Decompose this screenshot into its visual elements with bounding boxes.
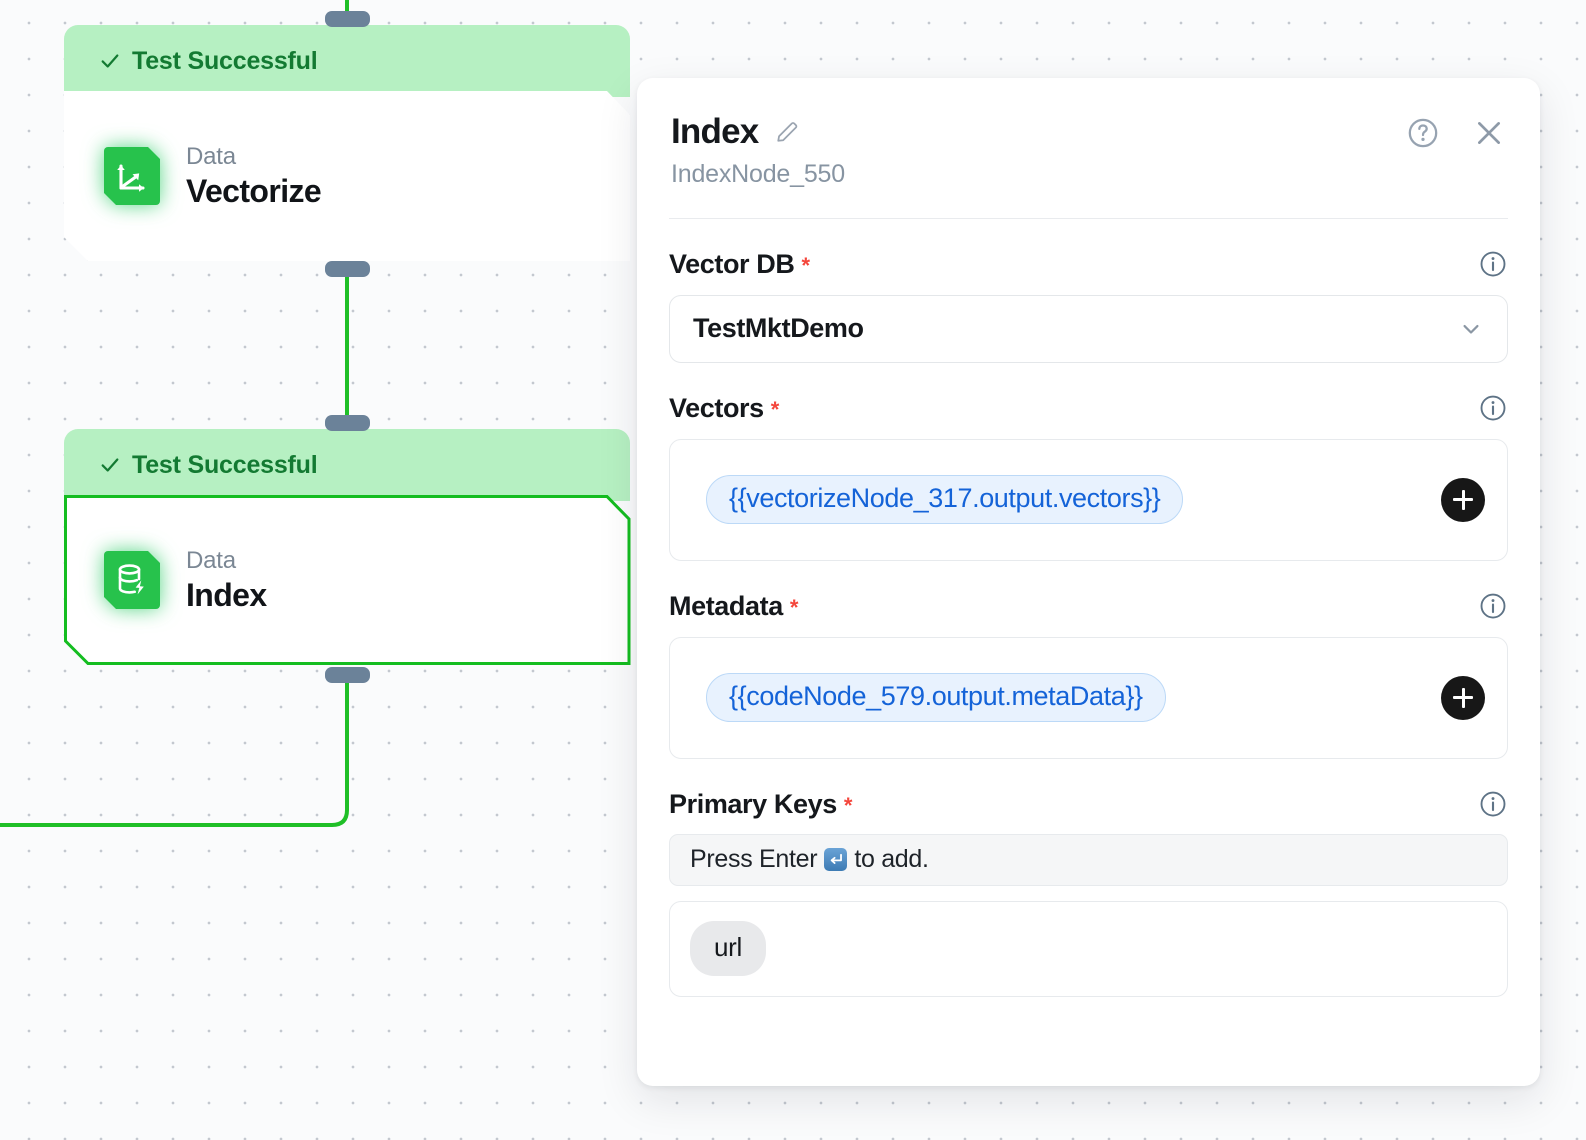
- token-chip[interactable]: {{codeNode_579.output.metaData}}: [706, 673, 1166, 723]
- panel-action-buttons: [1406, 116, 1506, 150]
- chevron-down-icon: [1463, 324, 1479, 334]
- field-label-text: Primary Keys: [669, 788, 837, 819]
- node-title-label: Index: [186, 576, 267, 613]
- plus-icon[interactable]: [1441, 675, 1485, 720]
- required-marker: *: [770, 396, 780, 422]
- panel-subtitle: IndexNode_550: [671, 159, 845, 188]
- enter-key-icon: [824, 848, 848, 872]
- primary-keys-input[interactable]: Press Enter to add.: [669, 833, 1508, 886]
- node-output-handle[interactable]: [325, 667, 370, 683]
- pencil-icon[interactable]: [773, 118, 801, 146]
- primary-keys-chip-list[interactable]: url: [669, 900, 1508, 997]
- field-label-text: Metadata: [669, 590, 783, 621]
- required-marker: *: [789, 594, 799, 620]
- node-status-label: Test Successful: [132, 46, 318, 75]
- node-category-label: Data: [186, 546, 236, 574]
- node-status-banner: Test Successful: [64, 429, 630, 501]
- vector-axes-icon: [104, 147, 160, 205]
- vector-db-value: TestMktDemo: [693, 313, 864, 344]
- primary-keys-placeholder: Press Enter to add.: [690, 845, 929, 874]
- vectors-token-area[interactable]: {{vectorizeNode_317.output.vectors}}: [669, 438, 1508, 561]
- plus-icon[interactable]: [1441, 477, 1485, 522]
- metadata-token-area[interactable]: {{codeNode_579.output.metaData}}: [669, 636, 1508, 759]
- workflow-node-vectorize[interactable]: Test Successful Data: [64, 11, 630, 277]
- check-icon: [101, 458, 119, 472]
- info-icon[interactable]: [1478, 393, 1508, 423]
- node-title-label: Vectorize: [186, 172, 322, 209]
- placeholder-text-before: Press Enter: [690, 845, 818, 874]
- required-marker: *: [801, 252, 810, 278]
- node-category-label: Data: [186, 142, 236, 170]
- field-label-text: Vector DB: [669, 248, 795, 279]
- node-content: Data Index: [64, 495, 630, 665]
- token-chip[interactable]: {{vectorizeNode_317.output.vectors}}: [706, 475, 1184, 525]
- node-output-handle[interactable]: [325, 261, 370, 277]
- check-icon: [101, 54, 119, 68]
- node-input-handle[interactable]: [325, 11, 370, 27]
- database-lightning-icon: [104, 551, 160, 609]
- node-status-label: Test Successful: [132, 450, 318, 479]
- field-vectors: Vectors * {{vectorizeNode_317.output.vec…: [669, 393, 1508, 561]
- placeholder-text-after: to add.: [854, 845, 929, 874]
- field-vector-db: Vector DB * TestMktDemo: [669, 249, 1508, 363]
- node-status-banner: Test Successful: [64, 25, 630, 97]
- panel-fields: Vector DB * TestMktDemo Vector: [637, 249, 1540, 997]
- info-icon[interactable]: [1478, 789, 1508, 819]
- info-icon[interactable]: [1478, 591, 1508, 621]
- node-config-panel: Index IndexNode_550 Vector DB *: [637, 78, 1540, 1086]
- field-primary-keys: Primary Keys * Press Enter: [669, 789, 1508, 997]
- required-marker: *: [843, 792, 853, 818]
- panel-title: Index: [671, 112, 759, 151]
- primary-key-chip[interactable]: url: [690, 921, 766, 977]
- workflow-node-index[interactable]: Test Successful Data: [64, 415, 631, 683]
- edge-index-outgoing: [0, 676, 349, 827]
- vector-db-select[interactable]: TestMktDemo: [669, 294, 1508, 363]
- node-input-handle[interactable]: [325, 415, 370, 431]
- panel-header: Index IndexNode_550: [637, 78, 1540, 189]
- close-icon[interactable]: [1472, 116, 1506, 150]
- field-metadata: Metadata * {{codeNode_579.output.metaDat…: [669, 591, 1508, 759]
- panel-divider: [669, 217, 1508, 219]
- help-icon[interactable]: [1406, 116, 1440, 150]
- field-label-text: Vectors: [669, 392, 764, 423]
- node-content: Data Vectorize: [64, 91, 630, 261]
- info-icon[interactable]: [1478, 249, 1508, 279]
